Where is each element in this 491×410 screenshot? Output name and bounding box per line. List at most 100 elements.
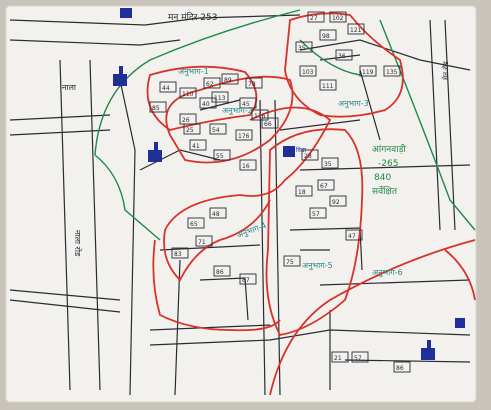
house-box: [251, 109, 269, 121]
house-box: [213, 149, 231, 161]
house-box: [209, 123, 227, 135]
house-number: 113: [214, 95, 226, 102]
house-number: 92: [332, 199, 340, 206]
house-box: [235, 129, 253, 141]
school-icon: [148, 142, 162, 162]
house-number: 40: [202, 101, 210, 108]
house-number: 41: [192, 143, 200, 150]
house-number: 27: [310, 15, 318, 22]
house-box: [179, 87, 197, 99]
school-label: विद्या: [296, 146, 307, 154]
house-number: 110: [182, 91, 194, 98]
house-box: [393, 361, 411, 373]
house-number: 71: [198, 239, 206, 246]
house-number: 75: [286, 259, 294, 266]
house-number: 35: [324, 161, 332, 168]
road-label-right-top: मेन रोड: [441, 61, 450, 80]
house-box: [317, 179, 335, 191]
zone-outline-4: [163, 106, 332, 282]
house-number: 116: [254, 113, 266, 120]
house-box: [299, 65, 317, 77]
school-markers: [113, 8, 465, 360]
road-label-left: नाला: [62, 83, 77, 92]
zone-outline-5: [265, 128, 364, 336]
house-box: [283, 255, 301, 267]
house-box: [245, 77, 263, 89]
zone-label-5: अनुभाग-5: [302, 261, 333, 271]
house-box: [319, 29, 337, 41]
house-number: 135: [386, 69, 398, 76]
house-box: [203, 77, 221, 89]
house-box: [331, 351, 349, 363]
house-number: 47: [348, 233, 356, 240]
house-number: 35: [298, 45, 306, 52]
house-box: [239, 273, 257, 285]
house-box: [335, 49, 353, 61]
house-number: 62: [206, 81, 214, 88]
house-number: 98: [322, 33, 330, 40]
house-box: [319, 79, 337, 91]
house-number: 21: [334, 355, 342, 362]
house-box: [329, 195, 347, 207]
house-number: 89: [224, 77, 232, 84]
zone-outline-7: [269, 239, 476, 396]
zone-label-2: अनुभाग-2: [222, 106, 253, 116]
house-number: 45: [242, 101, 250, 108]
house-box: [295, 41, 313, 53]
house-box: [347, 23, 365, 35]
zone-label-1: अनुभाग-1: [178, 67, 209, 77]
top-road-label: मन मंदिर 253: [168, 11, 217, 23]
house-box: [239, 97, 257, 109]
house-box: [321, 157, 339, 169]
house-number: 102: [332, 15, 344, 22]
house-number: 16: [242, 163, 250, 170]
house-number: 121: [350, 27, 362, 34]
paper-sheet: [5, 5, 477, 403]
house-number: 85: [152, 105, 160, 112]
road-lines: [9, 14, 471, 396]
house-box: [189, 139, 207, 151]
house-number: 57: [312, 211, 320, 218]
house-number: 86: [216, 269, 224, 276]
area-label-line3: 840: [374, 173, 391, 183]
house-box: [329, 11, 347, 23]
house-box: [187, 217, 205, 229]
school-icon: [283, 146, 295, 157]
house-box: [171, 247, 189, 259]
zone-outline-6: [152, 239, 281, 332]
school-icon: [120, 8, 132, 18]
house-number: 78: [248, 81, 256, 88]
house-number: 66: [264, 121, 272, 128]
house-box: [261, 117, 279, 129]
house-box: [213, 265, 231, 277]
area-label-line1: आंगनवाड़ी: [372, 143, 406, 155]
house-box: [183, 123, 201, 135]
house-number: 83: [174, 251, 182, 258]
house-box: [239, 159, 257, 171]
house-box: [195, 235, 213, 247]
house-number: 176: [238, 133, 250, 140]
school-icon: [455, 318, 465, 328]
house-box: [351, 351, 369, 363]
house-number: 87: [242, 277, 250, 284]
house-number: 103: [302, 69, 314, 76]
house-box: [211, 91, 229, 103]
school-icon: [113, 66, 127, 86]
house-number: 44: [162, 85, 170, 92]
zone-outline-2: [165, 75, 294, 164]
house-box: [307, 11, 325, 23]
house-box: [221, 73, 239, 85]
house-number: 54: [212, 127, 220, 134]
house-box: [301, 149, 319, 161]
house-number: 86: [396, 365, 404, 372]
house-number: 67: [320, 183, 328, 190]
house-number: 111: [322, 83, 334, 90]
house-number: 26: [182, 117, 190, 124]
house-box: [309, 207, 327, 219]
house-box: [209, 207, 227, 219]
house-number: 48: [212, 211, 220, 218]
house-box: [159, 81, 177, 93]
house-number: 57: [354, 355, 362, 362]
